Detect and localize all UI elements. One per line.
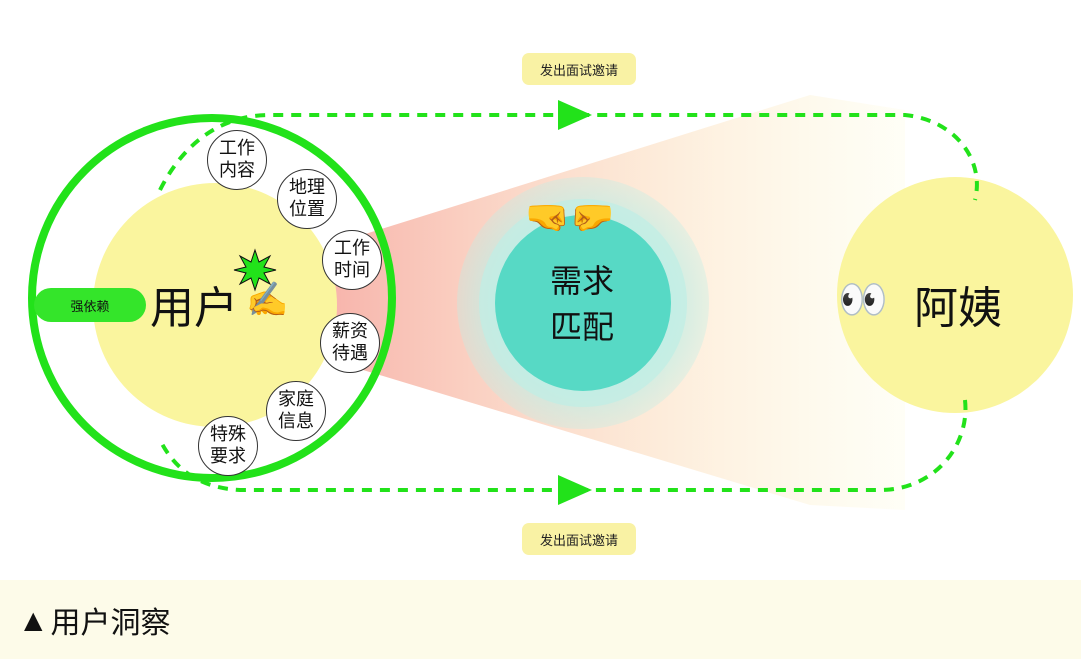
user-ring: [28, 114, 396, 482]
triangle-icon: ▲: [24, 605, 43, 634]
fist-bump-icon: 🤜🤛: [525, 197, 615, 238]
user-label: 用户: [150, 283, 238, 334]
diagram: 发出面试邀请 发出面试邀请 强依赖 用户 ✍️ 工作内容 地理位置 工作时间 薪…: [28, 53, 1073, 555]
eyes-icon: 👀: [838, 277, 888, 323]
match-circle: [495, 215, 671, 391]
caption-title: 用户洞察: [50, 605, 171, 641]
bottom-flow-label: 发出面试邀请: [522, 523, 636, 555]
attribute-family-info: 家庭信息: [266, 381, 326, 441]
attribute-location: 地理位置: [277, 169, 337, 229]
target-label: 阿姨: [914, 283, 1002, 334]
diagram-canvas: [28, 95, 1073, 510]
spark-icon: [233, 248, 277, 292]
match-label: 需求匹配: [549, 262, 614, 346]
top-flow-label: 发出面试邀请: [522, 53, 636, 85]
writing-hand-icon: ✍️: [246, 280, 289, 320]
attribute-salary: 薪资待遇: [320, 313, 380, 373]
attribute-work-content: 工作内容: [207, 130, 267, 190]
user-circle: [93, 183, 337, 427]
target-circle: [837, 177, 1073, 413]
caption-bar: ▲ 用户洞察: [0, 580, 1081, 659]
attribute-special-requirements: 特殊要求: [198, 416, 258, 476]
dependency-label: 强依赖: [34, 288, 146, 322]
attribute-work-time: 工作时间: [322, 230, 382, 290]
top-arrow-head: [558, 100, 592, 130]
bottom-arrow-head: [558, 475, 592, 505]
flow-loop-path: [158, 113, 979, 201]
